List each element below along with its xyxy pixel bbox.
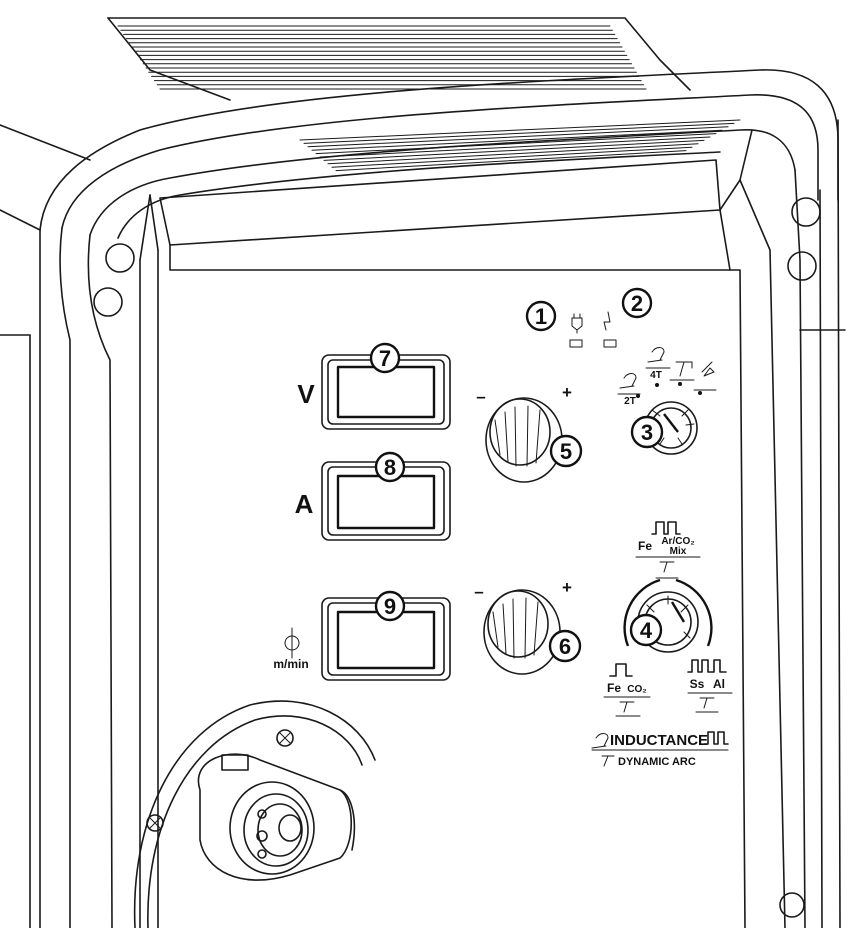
knob-5-plus-label: + — [562, 383, 572, 402]
status-led-group: 1 2 — [525, 287, 653, 348]
torch-4t-icon — [645, 347, 671, 369]
handle-slot — [319, 136, 711, 158]
top-vent-grille — [0, 17, 691, 231]
knob-6-minus-label: – — [474, 582, 483, 601]
handle-slot — [327, 143, 699, 165]
callout-4: 4 — [629, 613, 663, 647]
machine-housing — [0, 119, 846, 928]
alarm-led — [603, 339, 617, 348]
co2-label: CO₂ — [627, 684, 646, 695]
callout-1-number: 1 — [535, 304, 547, 329]
handle-slot — [311, 129, 723, 151]
voltage-label: V — [297, 379, 315, 409]
fe-label-top: Fe — [638, 539, 652, 553]
callout-6: 6 — [548, 629, 582, 663]
pulse-wave-icon-left — [609, 663, 633, 677]
fe-label-left: Fe — [607, 681, 621, 695]
dynamic-arc-label: DYNAMIC ARC — [618, 756, 696, 768]
gas-torch-icon-top — [655, 561, 679, 579]
callout-7: 7 — [369, 342, 401, 374]
gas-torch-icon-right — [695, 697, 719, 713]
callout-9: 9 — [374, 590, 406, 622]
power-led — [569, 339, 583, 348]
handle-frame — [39, 69, 839, 928]
knob-6-plus-label: + — [562, 578, 572, 597]
torch-connector-socket[interactable] — [133, 700, 376, 928]
mode-selector[interactable]: 2T 4T 3 — [617, 347, 717, 455]
spot-weld-icon — [669, 361, 695, 381]
torch-2t-icon — [617, 373, 641, 395]
wire-speed-display: 9 — [321, 590, 451, 681]
ss-label: Ss — [690, 677, 705, 691]
spot-torch-icon-dynamic — [601, 755, 615, 767]
gas-torch-icon-left — [615, 701, 641, 717]
voltage-display: 7 — [321, 342, 451, 430]
synergic-selector[interactable]: Fe Ar/CO₂ Mix 4 Fe CO₂ — [603, 521, 733, 717]
mma-electrode-icon — [693, 361, 717, 391]
wire-speed-unit: m/min — [273, 657, 308, 671]
handle-slot — [299, 119, 741, 141]
callout-3: 3 — [630, 415, 664, 449]
knob-5[interactable]: – + 5 — [476, 383, 583, 483]
handle-slot — [331, 146, 693, 168]
handle-slot — [307, 126, 729, 148]
pulse-wave-icon-top — [651, 521, 681, 535]
callout-5-number: 5 — [560, 439, 572, 464]
handle-slot — [303, 122, 735, 144]
current-display: 8 — [321, 451, 451, 541]
wire-diameter-icon — [284, 627, 300, 659]
callout-2-number: 2 — [631, 291, 643, 316]
thermal-alarm-icon — [603, 311, 611, 331]
callout-4-number: 4 — [640, 618, 653, 643]
handle-slot — [315, 133, 717, 155]
power-plug-icon — [571, 313, 583, 334]
torch-icon-inductance — [591, 733, 609, 749]
al-label: Al — [713, 677, 725, 691]
knob-5-minus-label: – — [476, 387, 485, 406]
mode-4t-label: 4T — [650, 370, 662, 381]
callout-9-number: 9 — [384, 594, 396, 619]
pulse-wave-icon-right — [687, 659, 727, 673]
mode-2t-label: 2T — [624, 396, 636, 407]
inductance-legend: INDUCTANCE DYNAMIC ARC — [591, 731, 729, 768]
callout-5: 5 — [549, 434, 583, 468]
callout-2: 2 — [621, 287, 653, 319]
callout-7-number: 7 — [379, 346, 391, 371]
mix-label: Mix — [670, 546, 687, 557]
callout-8-number: 8 — [384, 455, 396, 480]
handle-vent-slots — [299, 119, 741, 172]
inductance-label: INDUCTANCE — [610, 732, 708, 749]
callout-6-number: 6 — [559, 634, 571, 659]
handle-slot — [323, 139, 705, 161]
callout-3-number: 3 — [641, 420, 653, 445]
current-label: A — [295, 489, 314, 519]
ar-co2-label: Ar/CO₂ — [661, 536, 694, 547]
knob-6[interactable]: – + 6 — [474, 578, 582, 675]
pulse-wave-icon-inductance — [703, 731, 729, 745]
handle-slot — [335, 150, 687, 172]
callout-1: 1 — [525, 300, 557, 332]
callout-8: 8 — [374, 451, 406, 483]
